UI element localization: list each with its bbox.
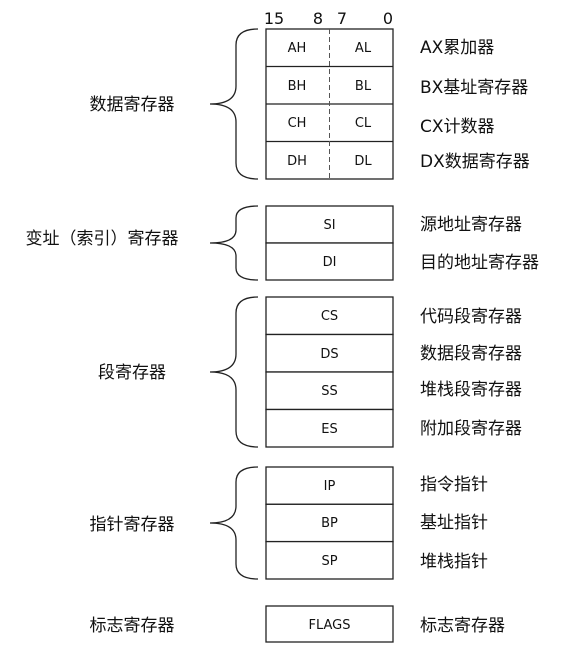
register-bl: BL <box>355 79 372 94</box>
register-ch: CH <box>288 116 307 131</box>
register-box-ip <box>265 466 394 505</box>
group-label-index-registers: 变址（索引）寄存器 <box>26 229 179 249</box>
brace-index-registers <box>209 205 259 281</box>
desc-ax: AX累加器 <box>420 38 494 58</box>
register-di: DI <box>323 255 337 270</box>
register-es: ES <box>321 422 337 437</box>
register-ss: SS <box>321 384 338 399</box>
register-box-cs <box>265 296 394 336</box>
desc-di: 目的地址寄存器 <box>420 253 539 273</box>
register-box-ds <box>265 333 394 373</box>
desc-dx: DX数据寄存器 <box>420 152 530 172</box>
brace-data-registers <box>209 28 259 180</box>
desc-sp: 堆栈指针 <box>420 552 488 572</box>
register-bp: BP <box>321 516 338 531</box>
register-box-di <box>265 242 394 281</box>
brace-pointer-registers <box>209 466 259 580</box>
register-al: AL <box>355 41 372 56</box>
bit-label-15: 15 <box>264 9 284 28</box>
bit-label-0: 0 <box>383 9 393 28</box>
register-box-ss <box>265 371 394 411</box>
desc-flags: 标志寄存器 <box>420 616 505 636</box>
desc-cx: CX计数器 <box>420 117 495 137</box>
register-box-sp <box>265 540 394 580</box>
desc-ds: 数据段寄存器 <box>420 344 522 364</box>
register-cs: CS <box>321 309 338 324</box>
group-label-flags-register: 标志寄存器 <box>90 616 175 636</box>
group-flags-register: 标志寄存器 FLAGS 标志寄存器 <box>90 605 505 643</box>
group-label-data-registers: 数据寄存器 <box>90 95 175 115</box>
desc-bp: 基址指针 <box>420 513 488 533</box>
group-label-pointer-registers: 指针寄存器 <box>90 515 175 535</box>
brace-segment-registers <box>209 296 259 448</box>
register-ip: IP <box>324 479 336 494</box>
bit-label-8: 8 <box>313 9 323 28</box>
desc-es: 附加段寄存器 <box>420 419 522 439</box>
desc-ss: 堆栈段寄存器 <box>420 380 522 400</box>
register-ah: AH <box>288 41 307 56</box>
register-ds: DS <box>320 347 338 362</box>
group-label-segment-registers: 段寄存器 <box>98 363 166 383</box>
register-flags: FLAGS <box>308 618 350 633</box>
group-index-registers: 变址（索引）寄存器 SI DI 源地址寄存器 目的地址寄存器 <box>26 205 539 281</box>
desc-cs: 代码段寄存器 <box>420 307 522 327</box>
bit-label-7: 7 <box>337 9 347 28</box>
desc-ip: 指令指针 <box>420 475 488 495</box>
register-sp: SP <box>321 554 337 569</box>
register-dh: DH <box>287 154 307 169</box>
register-box-es <box>265 408 394 448</box>
register-box-bp <box>265 503 394 543</box>
group-data-registers: 数据寄存器 AH AL AX累加器 BH BL BX基址寄存器 CH CL CX… <box>90 28 530 180</box>
register-box-flags <box>265 605 394 643</box>
desc-si: 源地址寄存器 <box>420 215 522 235</box>
group-pointer-registers: 指针寄存器 IP BP SP 指令指针 基址指针 堆栈指针 <box>90 466 488 580</box>
desc-bx: BX基址寄存器 <box>420 78 528 98</box>
group-segment-registers: 段寄存器 CS DS SS ES 代码段寄存器 数据段寄存器 堆栈段寄存器 附加… <box>98 296 522 448</box>
register-dl: DL <box>354 154 372 169</box>
register-si: SI <box>323 218 335 233</box>
register-bh: BH <box>288 79 307 94</box>
register-cl: CL <box>355 116 372 131</box>
